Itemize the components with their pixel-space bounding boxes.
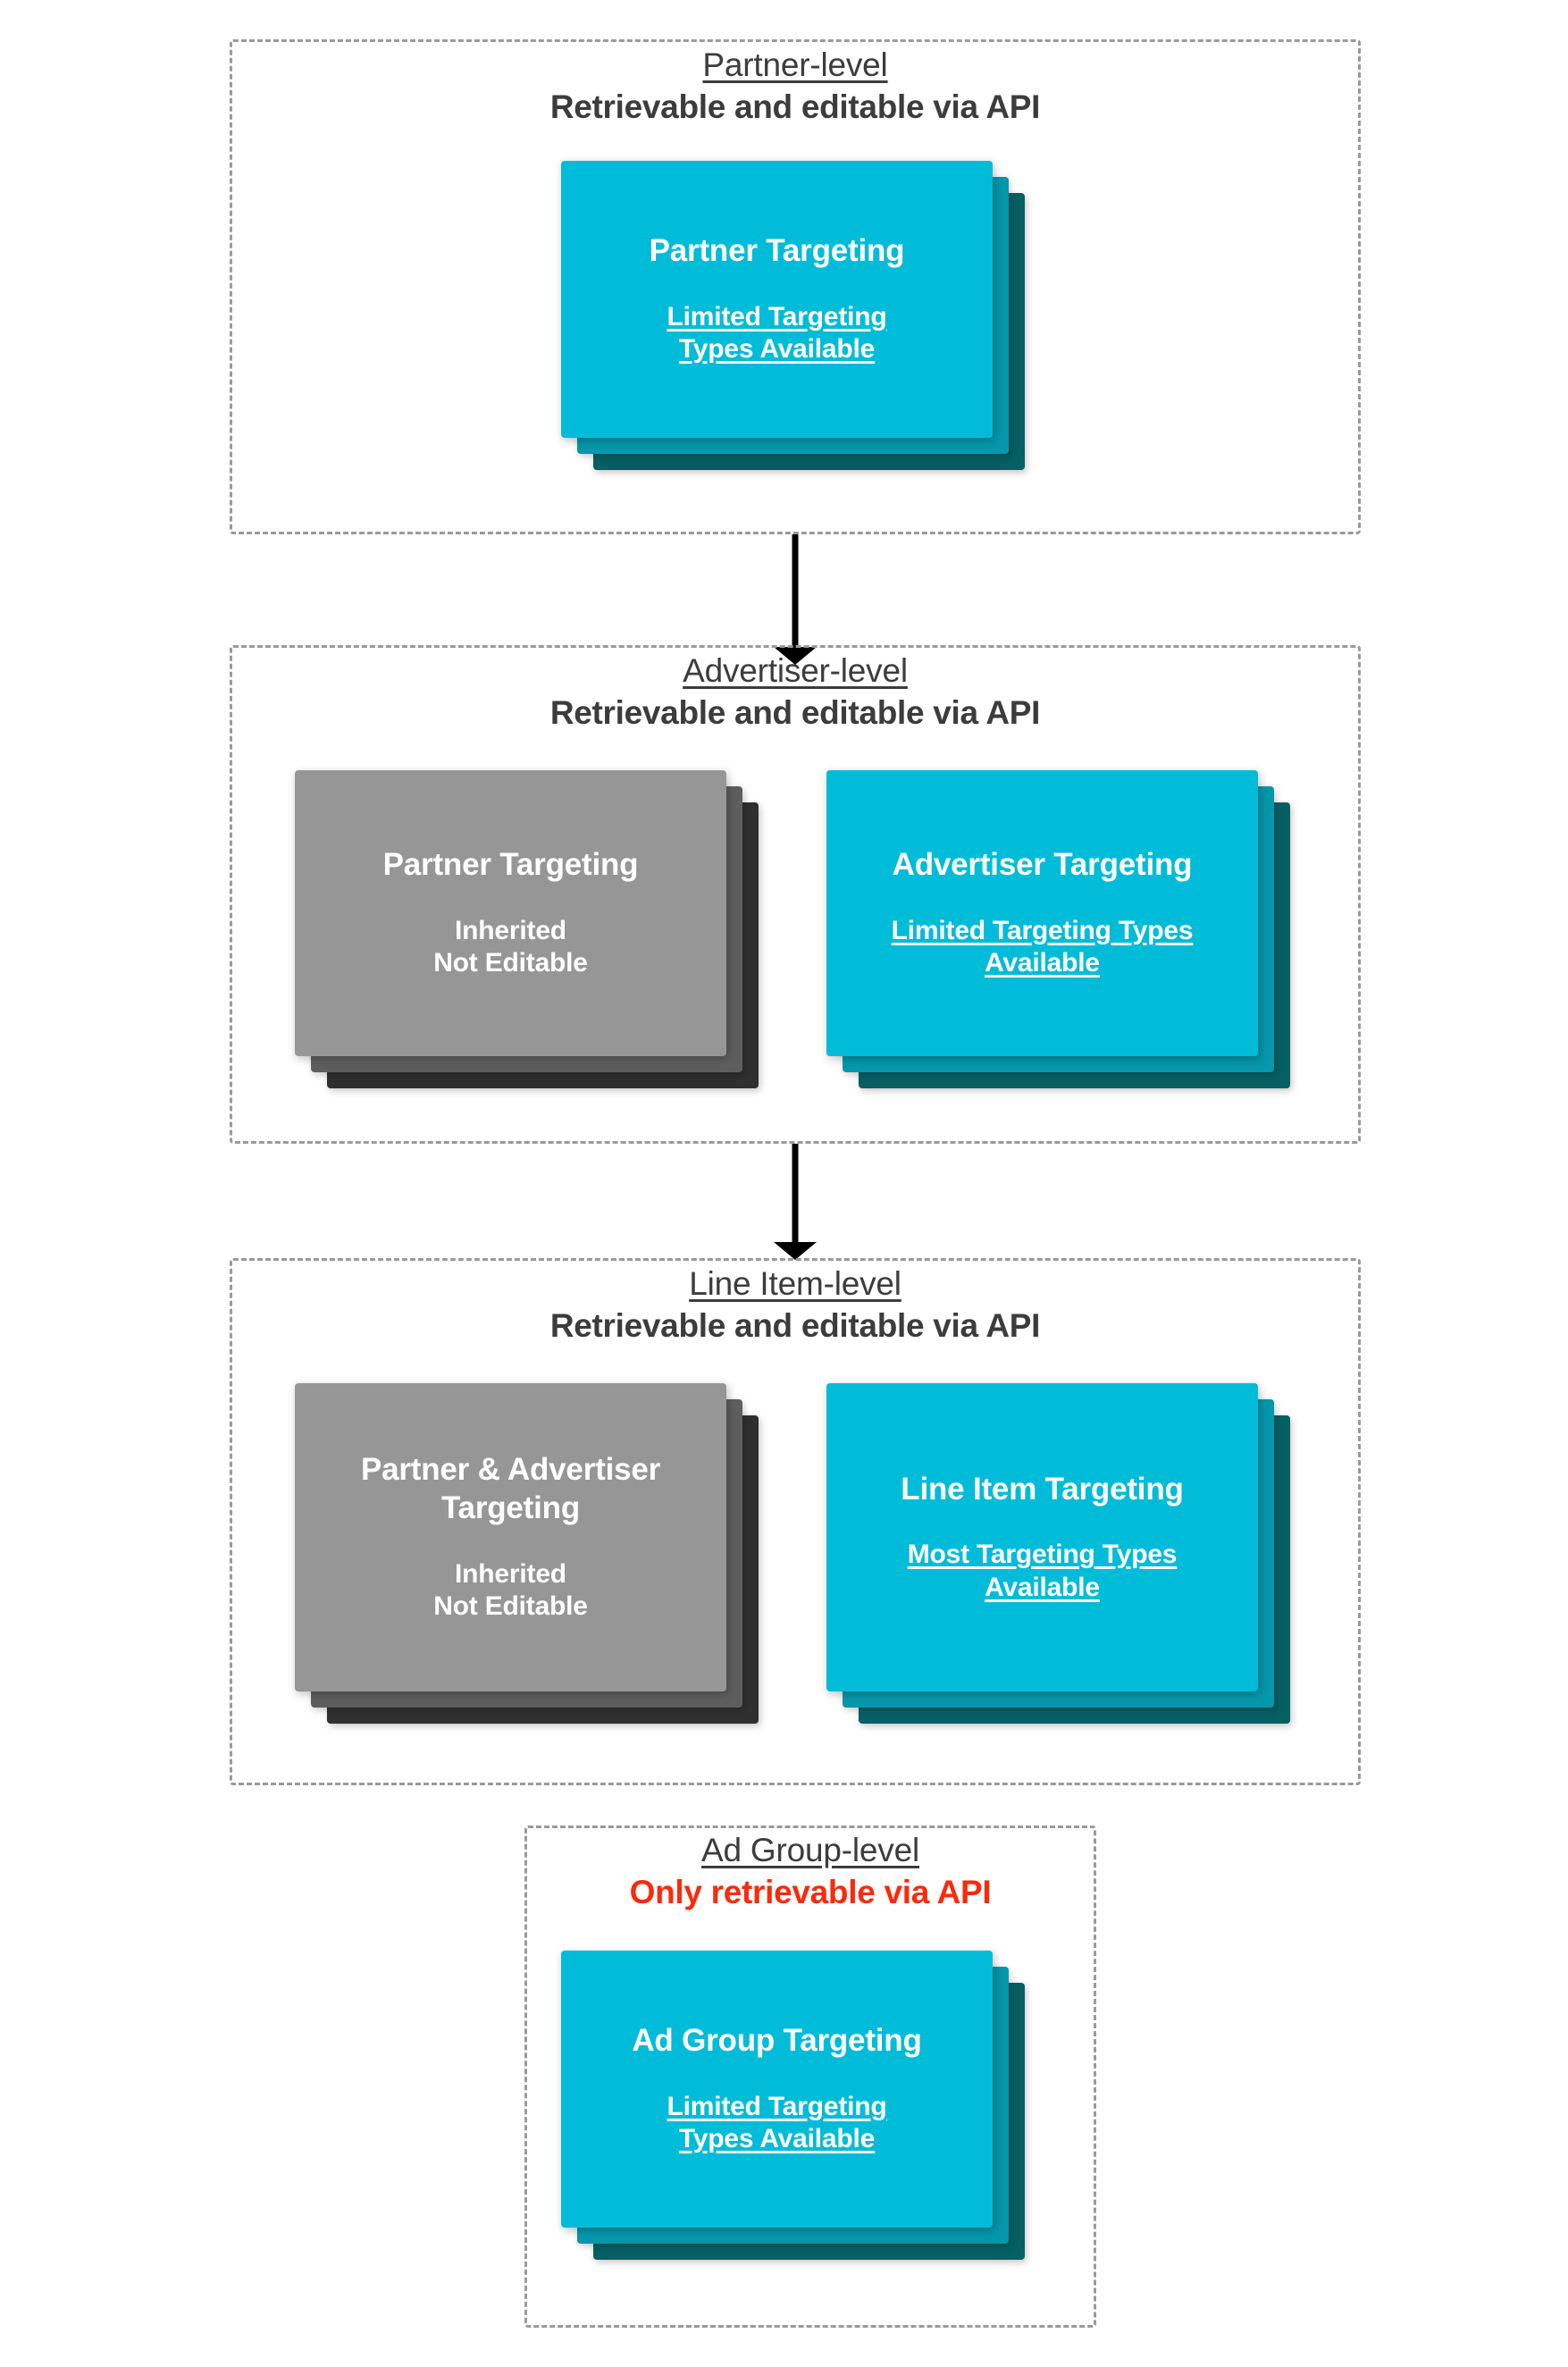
card-layer-front[interactable]: Ad Group Targeting Limited Targeting Typ…: [561, 1951, 993, 2228]
level-box-line-item: [230, 1258, 1361, 1785]
card-layer-front[interactable]: Partner & Advertiser Targeting Inherited…: [295, 1383, 726, 1691]
card-note: Inherited Not Editable: [433, 915, 588, 978]
card-note: Inherited Not Editable: [433, 1558, 588, 1622]
arrow-down-icon: [774, 1144, 817, 1260]
card-note: Most Targeting Types Available: [907, 1540, 1178, 1602]
card-stack-advertiser-targeting[interactable]: Advertiser Targeting Limited Targeting T…: [826, 770, 1290, 1088]
card-layer-front[interactable]: Partner Targeting Limited Targeting Type…: [561, 161, 993, 438]
connector-advertiser-to-line-item: [759, 1144, 831, 1260]
card-stack-line-item-targeting[interactable]: Line Item Targeting Most Targeting Types…: [826, 1383, 1290, 1724]
card-title: Partner Targeting: [649, 233, 905, 269]
card-layer-front[interactable]: Line Item Targeting Most Targeting Types…: [826, 1383, 1258, 1691]
connector-partner-to-advertiser: [759, 534, 831, 665]
card-stack-ad-group-targeting[interactable]: Ad Group Targeting Limited Targeting Typ…: [561, 1951, 1025, 2260]
card-title: Ad Group Targeting: [632, 2023, 922, 2059]
card-title: Partner Targeting: [382, 847, 639, 883]
card-title: Advertiser Targeting: [892, 847, 1193, 883]
level-box-partner: [230, 39, 1361, 534]
level-box-ad-group: [524, 1826, 1096, 2328]
card-layer-front[interactable]: Partner Targeting Inherited Not Editable: [295, 770, 726, 1056]
card-title: Partner & Advertiser Targeting: [360, 1452, 661, 1525]
card-stack-partner-advertiser-targeting-inherited[interactable]: Partner & Advertiser Targeting Inherited…: [295, 1383, 759, 1724]
level-box-advertiser: [230, 645, 1361, 1144]
card-stack-partner-targeting[interactable]: Partner Targeting Limited Targeting Type…: [561, 161, 1025, 470]
card-title: Line Item Targeting: [901, 1471, 1184, 1507]
card-note: Limited Targeting Types Available: [891, 915, 1194, 978]
card-layer-front[interactable]: Advertiser Targeting Limited Targeting T…: [826, 770, 1258, 1056]
arrow-down-icon: [774, 534, 817, 665]
card-note: Limited Targeting Types Available: [667, 301, 887, 365]
card-stack-partner-targeting-inherited[interactable]: Partner Targeting Inherited Not Editable: [295, 770, 759, 1088]
card-note: Limited Targeting Types Available: [667, 2091, 887, 2154]
